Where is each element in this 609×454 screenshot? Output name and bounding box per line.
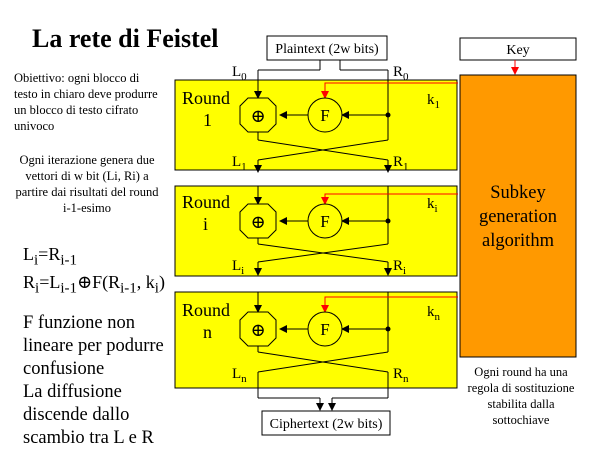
label-li: Li xyxy=(232,258,244,277)
subkey-line: generation xyxy=(479,207,557,227)
round-note: Ogni round ha una regola di sostituzione… xyxy=(467,365,575,427)
conclusion-text: F funzione non lineare per podurre confu… xyxy=(23,312,183,450)
round-n-index: n xyxy=(203,322,212,342)
plaintext-label: Plaintext (2w bits) xyxy=(275,42,379,57)
conclusion-line: La diffusione xyxy=(23,382,122,402)
xor-icon: ⊕ xyxy=(250,212,265,232)
slide-title: La rete di Feistel xyxy=(32,24,219,53)
round-1-index: 1 xyxy=(203,110,212,130)
conclusion-line: confusione xyxy=(23,359,105,379)
subkey-line: Subkey xyxy=(490,183,546,203)
round-i-index: i xyxy=(203,214,208,234)
conclusion-line: lineare per podurre xyxy=(23,336,164,356)
objective-text: Obiettivo: ogni blocco di testo in chiar… xyxy=(14,71,158,133)
label-rn: Rn xyxy=(393,366,409,385)
round-i-subkey: ki xyxy=(427,196,438,215)
subkey-arrow-i xyxy=(321,193,458,205)
subkey-generation-box xyxy=(459,74,577,358)
conclusion-line: scambio tra L e R xyxy=(23,428,154,448)
ciphertext-label: Ciphertext (2w bits) xyxy=(270,417,383,432)
iteration-text: Ogni iterazione genera due vettori di w … xyxy=(15,153,159,215)
label-ri: Ri xyxy=(393,258,406,277)
round-n-word: Round xyxy=(182,300,230,320)
label-r0: R0 xyxy=(393,64,409,83)
f-label: F xyxy=(320,212,329,231)
label-l0: L0 xyxy=(232,64,247,83)
subkey-line: algorithm xyxy=(482,231,555,251)
f-label: F xyxy=(320,320,329,339)
xor-icon: ⊕ xyxy=(250,106,265,126)
label-r1: R1 xyxy=(393,154,409,173)
ciphertext-box xyxy=(261,410,391,436)
xor-octagon-n xyxy=(239,311,277,347)
xor-icon: ⊕ xyxy=(250,320,265,340)
label-ln: Ln xyxy=(232,366,247,385)
subkey-arrow-n xyxy=(321,296,458,313)
f-function-1 xyxy=(307,97,343,133)
plaintext-box xyxy=(266,35,388,61)
conclusion-line: F funzione non xyxy=(23,313,136,333)
round-1-subkey: k1 xyxy=(427,92,440,111)
xor-octagon-1 xyxy=(239,97,277,133)
key-box xyxy=(459,37,577,61)
key-label: Key xyxy=(506,43,529,58)
round-n-subkey: kn xyxy=(427,304,441,323)
f-label: F xyxy=(320,106,329,125)
subkey-arrow-1 xyxy=(321,82,458,99)
equations: Li=Ri-1 Ri=Li-1⊕F(Ri-1, ki) xyxy=(23,244,165,299)
round-1-box xyxy=(174,79,458,171)
label-l1: L1 xyxy=(232,154,247,173)
equation-r: Ri=Li-1⊕F(Ri-1, ki) xyxy=(23,271,165,297)
round-i-word: Round xyxy=(182,192,230,212)
equation-l: Li=Ri-1 xyxy=(23,244,78,269)
f-function-i xyxy=(307,203,343,239)
conclusion-line: discende dallo xyxy=(23,405,130,425)
f-function-n xyxy=(307,311,343,347)
round-1-word: Round xyxy=(182,88,230,108)
xor-octagon-i xyxy=(239,203,277,239)
